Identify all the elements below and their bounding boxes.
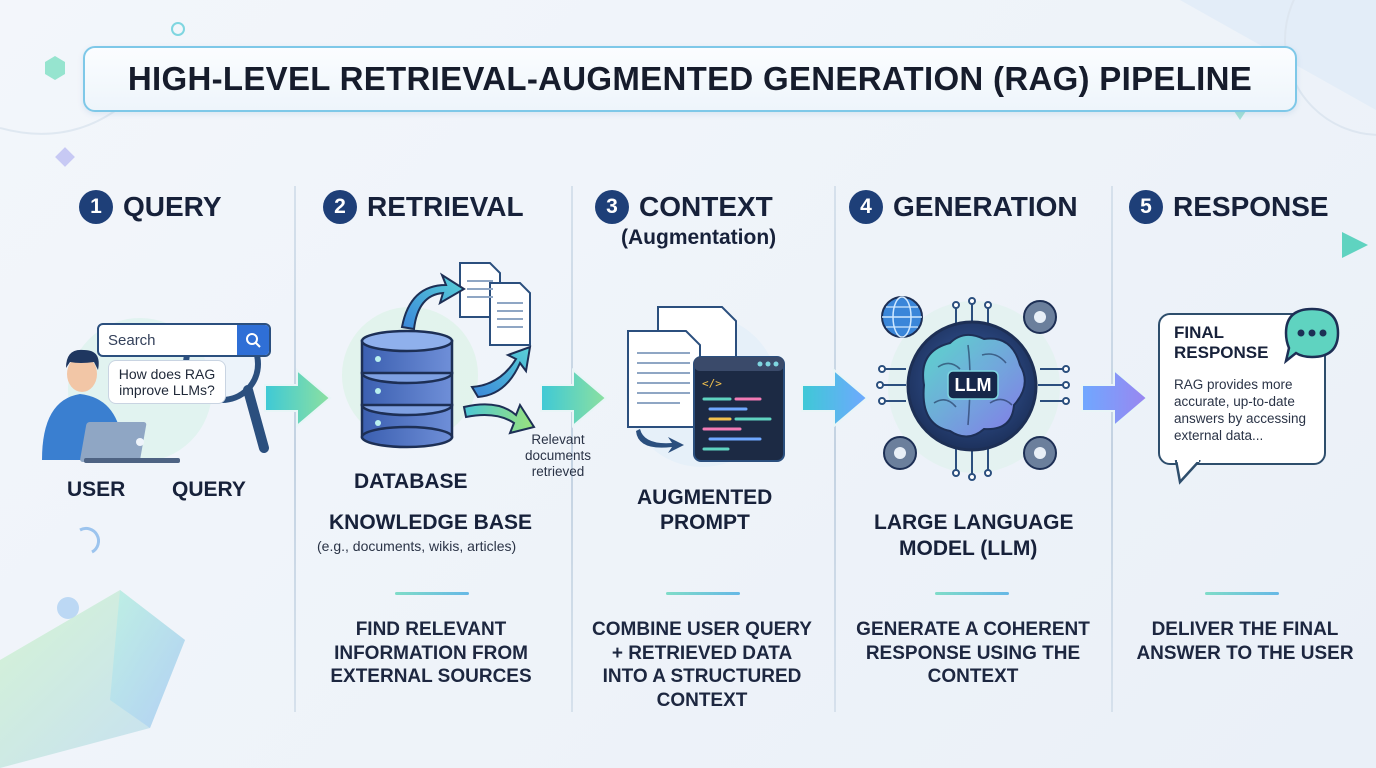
step-number: 3 — [595, 190, 629, 224]
step-title: RESPONSE — [1173, 191, 1329, 222]
step-number: 4 — [849, 190, 883, 224]
column-divider — [1111, 186, 1113, 712]
search-icon[interactable] — [237, 325, 269, 355]
page-title: HIGH-LEVEL RETRIEVAL-AUGMENTED GENERATIO… — [127, 60, 1253, 97]
augmented-label: AUGMENTED — [637, 486, 773, 509]
caption-line: Relevant — [531, 432, 585, 447]
step-1-header: 1 QUERY — [79, 190, 222, 224]
step-3-header: 3 CONTEXT — [595, 190, 773, 224]
column-divider — [294, 186, 296, 712]
step-4-description: GENERATE A COHERENT RESPONSE USING THE C… — [856, 619, 1090, 687]
flow-arrow — [540, 367, 608, 429]
column-divider — [571, 186, 573, 712]
step-number: 5 — [1129, 190, 1163, 224]
search-placeholder: Search — [108, 331, 156, 349]
accent-bar — [666, 592, 740, 595]
database-label: DATABASE — [354, 470, 468, 493]
accent-bar — [935, 592, 1009, 595]
final-response-body: RAG provides more accurate, up-to-date a… — [1174, 377, 1307, 443]
final-response-title: FINAL RESPONSE — [1174, 323, 1268, 363]
step-title: GENERATION — [893, 191, 1078, 222]
question-bubble: How does RAG improve LLMs? — [108, 360, 226, 404]
step-3-subtitle: (Augmentation) — [621, 226, 777, 249]
llm-chip-label: LLM — [954, 374, 992, 395]
llm-label-line1: LARGE LANGUAGE — [874, 511, 1074, 534]
step-number: 1 — [79, 190, 113, 224]
augmented-prompt-illustration: </> — [626, 306, 785, 467]
retrieved-caption: Relevant documents retrieved — [513, 432, 603, 480]
step-title: QUERY — [123, 191, 222, 222]
column-divider — [834, 186, 836, 712]
svg-text:</>: </> — [702, 377, 722, 390]
prompt-label: PROMPT — [660, 511, 750, 534]
user-label: USER — [67, 478, 126, 501]
final-response-card: FINAL RESPONSE RAG provides more accurat… — [1158, 313, 1326, 465]
step-number: 2 — [323, 190, 357, 224]
flow-arrow — [1081, 367, 1149, 429]
query-label: QUERY — [172, 478, 246, 501]
accent-bar — [1205, 592, 1279, 595]
step-title: CONTEXT — [639, 191, 773, 222]
caption-line: retrieved — [531, 464, 585, 479]
step-2-description: FIND RELEVANT INFORMATION FROM EXTERNAL … — [330, 619, 532, 687]
step-3-description: COMBINE USER QUERY + RETRIEVED DATA INTO… — [592, 619, 812, 711]
knowledge-base-sub: (e.g., documents, wikis, articles) — [317, 538, 517, 554]
accent-bar — [395, 592, 469, 595]
knowledge-base-label: KNOWLEDGE BASE — [329, 511, 533, 534]
step-5-header: 5 RESPONSE — [1129, 190, 1329, 224]
search-input[interactable]: Search — [97, 323, 271, 357]
question-text: How does RAG — [118, 366, 216, 382]
title-line: RESPONSE — [1174, 343, 1269, 362]
title-line: FINAL — [1174, 323, 1225, 342]
llm-label-line2: MODEL (LLM) — [899, 537, 1038, 560]
step-5-description: DELIVER THE FINAL ANSWER TO THE USER — [1136, 619, 1354, 664]
step-title: RETRIEVAL — [367, 191, 524, 222]
title-banner: HIGH-LEVEL RETRIEVAL-AUGMENTED GENERATIO… — [83, 46, 1297, 112]
caption-line: documents — [524, 448, 592, 463]
step-4-header: 4 GENERATION — [849, 190, 1078, 224]
step-2-header: 2 RETRIEVAL — [323, 190, 524, 224]
flow-arrow — [264, 367, 332, 429]
question-text: improve LLMs? — [119, 382, 215, 398]
